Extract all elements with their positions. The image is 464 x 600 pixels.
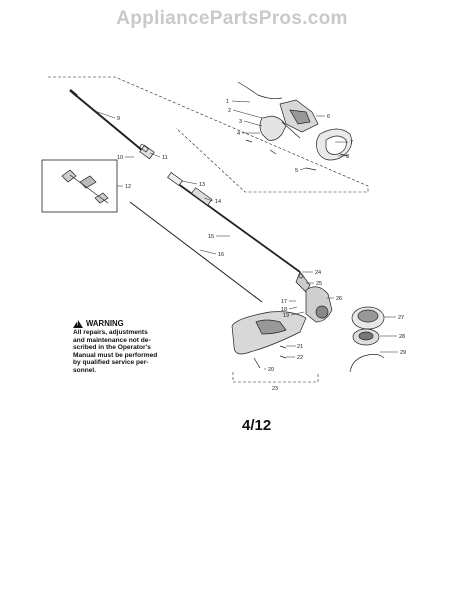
warning-line: and maintenance not de- — [73, 336, 151, 344]
callout-27: 27 — [398, 315, 404, 321]
callout-3: 3 — [239, 119, 242, 125]
callout-24: 24 — [315, 270, 321, 276]
callout-11: 11 — [162, 155, 168, 161]
callout-4: 4 — [237, 131, 240, 137]
warning-notice: WARNING All repairs, adjustments and mai… — [73, 320, 173, 375]
callout-16: 16 — [218, 252, 224, 258]
callout-19: 19 — [283, 313, 289, 319]
warning-line: All repairs, adjustments — [73, 329, 148, 336]
callout-29: 29 — [400, 350, 406, 356]
callout-14: 14 — [215, 199, 221, 205]
callout-2: 2 — [228, 108, 231, 114]
trimmer-head-bracket — [232, 372, 319, 383]
warning-line: Manual must be performed — [73, 351, 158, 359]
callout-12: 12 — [125, 184, 131, 190]
callout-7: 7 — [350, 140, 353, 146]
callout-6: 6 — [327, 114, 330, 120]
callout-10: 10 — [117, 155, 123, 161]
warning-line: by qualified service per- — [73, 359, 149, 367]
guard-shield — [231, 311, 307, 369]
callout-17: 17 — [281, 299, 287, 305]
callout-15: 15 — [208, 234, 214, 240]
callout-5: 5 — [295, 168, 298, 174]
detail-box — [41, 159, 118, 213]
upper-shaft — [69, 89, 144, 152]
callout-25: 25 — [316, 281, 322, 287]
flex-cable — [129, 201, 263, 303]
handle-assembly — [237, 81, 352, 171]
page-number: 4/12 — [242, 417, 272, 434]
callout-28: 28 — [399, 334, 405, 340]
warning-triangle-icon — [73, 320, 83, 328]
callout-13: 13 — [199, 182, 205, 188]
warning-heading: WARNING — [73, 320, 173, 328]
site-title: AppliancePartsPros.com — [116, 8, 348, 29]
callout-9: 9 — [117, 116, 120, 122]
callout-23: 23 — [272, 386, 278, 392]
callout-20: 20 — [268, 367, 274, 373]
spool-assembly — [349, 306, 385, 373]
lower-shaft — [167, 171, 301, 273]
callout-26: 26 — [336, 296, 342, 302]
warning-heading-text: WARNING — [86, 319, 124, 329]
warning-line: sonnel. — [73, 366, 97, 374]
gearbox — [295, 271, 333, 323]
coupler — [139, 143, 155, 160]
assembly-outline — [48, 76, 369, 193]
callout-21: 21 — [297, 344, 303, 350]
callout-18: 18 — [281, 307, 287, 313]
callout-22: 22 — [297, 355, 303, 361]
warning-line: scribed in the Operator's — [73, 344, 151, 352]
callout-8: 8 — [346, 154, 349, 160]
callout-1: 1 — [226, 99, 229, 105]
